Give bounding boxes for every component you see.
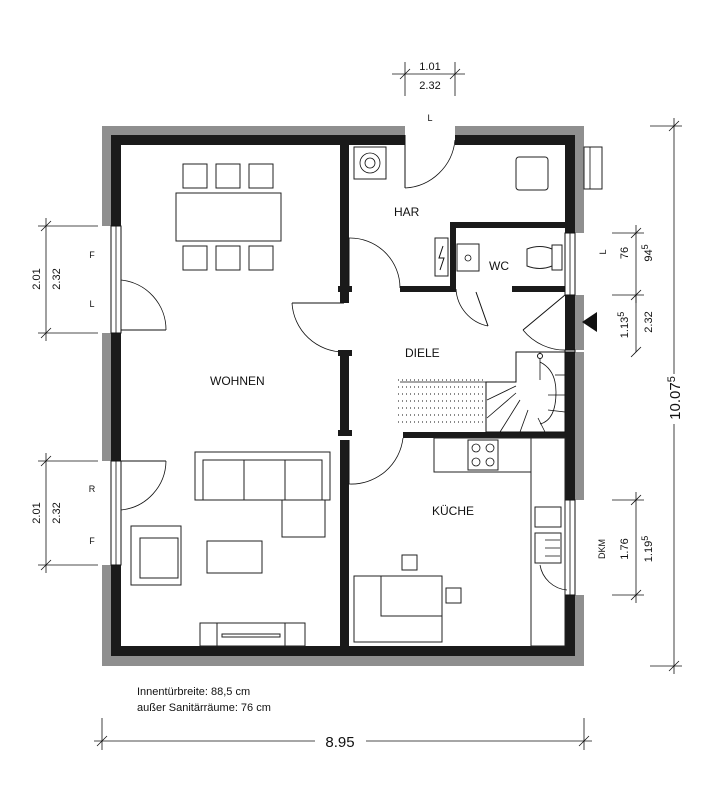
dimension-right-kitchen: 1.76 1.195 DKM: [597, 492, 655, 603]
svg-text:F: F: [89, 250, 95, 260]
svg-text:Innentürbreite: 88,5 cm: Innentürbreite: 88,5 cm: [137, 686, 250, 698]
doors: [120, 135, 569, 511]
washing-machine: [353, 146, 387, 180]
svg-text:L: L: [598, 249, 608, 254]
staircase: [398, 351, 566, 433]
svg-text:1.135: 1.135: [616, 312, 631, 338]
svg-text:945: 945: [640, 244, 655, 261]
svg-text:1.195: 1.195: [640, 536, 655, 562]
coffee-table: [206, 540, 263, 574]
kitchen-counter: [433, 437, 568, 647]
tv-sideboard: [199, 622, 306, 647]
dimension-total-width: 8.95: [94, 718, 592, 751]
svg-text:2.32: 2.32: [419, 80, 440, 92]
svg-text:76: 76: [619, 247, 631, 259]
dining-table: [175, 163, 282, 271]
sofa: [194, 451, 331, 538]
room-label-diele: DIELE: [405, 346, 440, 360]
svg-text:L: L: [89, 299, 94, 309]
svg-text:1.01: 1.01: [419, 61, 440, 73]
interior-walls: [340, 145, 569, 646]
room-label-wohnen: WOHNEN: [210, 374, 265, 388]
svg-text:2.32: 2.32: [51, 268, 63, 289]
svg-text:10.075: 10.075: [666, 376, 684, 420]
electrical-panel: [434, 237, 449, 277]
svg-text:1.76: 1.76: [619, 538, 631, 559]
svg-text:8.95: 8.95: [325, 734, 354, 751]
room-label-wc: WC: [489, 259, 509, 273]
dimension-left-upper: 2.01 2.32 F L: [31, 218, 98, 341]
dimension-left-lower: 2.01 2.32 R F: [31, 453, 98, 573]
dimension-right-entry: 1.135 2.32: [616, 295, 655, 358]
svg-text:2.32: 2.32: [51, 502, 63, 523]
door-width-notes: Innentürbreite: 88,5 cm außer Sanitärräu…: [137, 686, 271, 714]
windows: [110, 225, 576, 596]
svg-text:2.01: 2.01: [31, 502, 43, 523]
dimension-right-wc: 76 945 L: [598, 225, 655, 303]
kitchen-table: [353, 554, 462, 643]
svg-text:2.01: 2.01: [31, 268, 43, 289]
armchair: [130, 525, 182, 586]
outer-walls: [102, 126, 584, 666]
svg-text:2.32: 2.32: [643, 311, 655, 332]
room-label-har: HAR: [394, 205, 420, 219]
entry-arrow-icon: [582, 312, 597, 332]
room-label-kueche: KÜCHE: [432, 504, 474, 518]
wc-fixtures: [456, 243, 563, 272]
svg-text:DKM: DKM: [597, 539, 607, 559]
dimension-total-height: 10.075: [650, 118, 684, 674]
svg-text:F: F: [89, 536, 95, 546]
svg-text:L: L: [427, 113, 432, 123]
svg-text:außer Sanitärräume: 76 cm: außer Sanitärräume: 76 cm: [137, 702, 271, 714]
outdoor-meter: [583, 146, 603, 190]
svg-text:R: R: [89, 484, 96, 494]
boiler: [515, 156, 549, 191]
dimension-top-door: 1.01 2.32 L: [392, 61, 465, 123]
